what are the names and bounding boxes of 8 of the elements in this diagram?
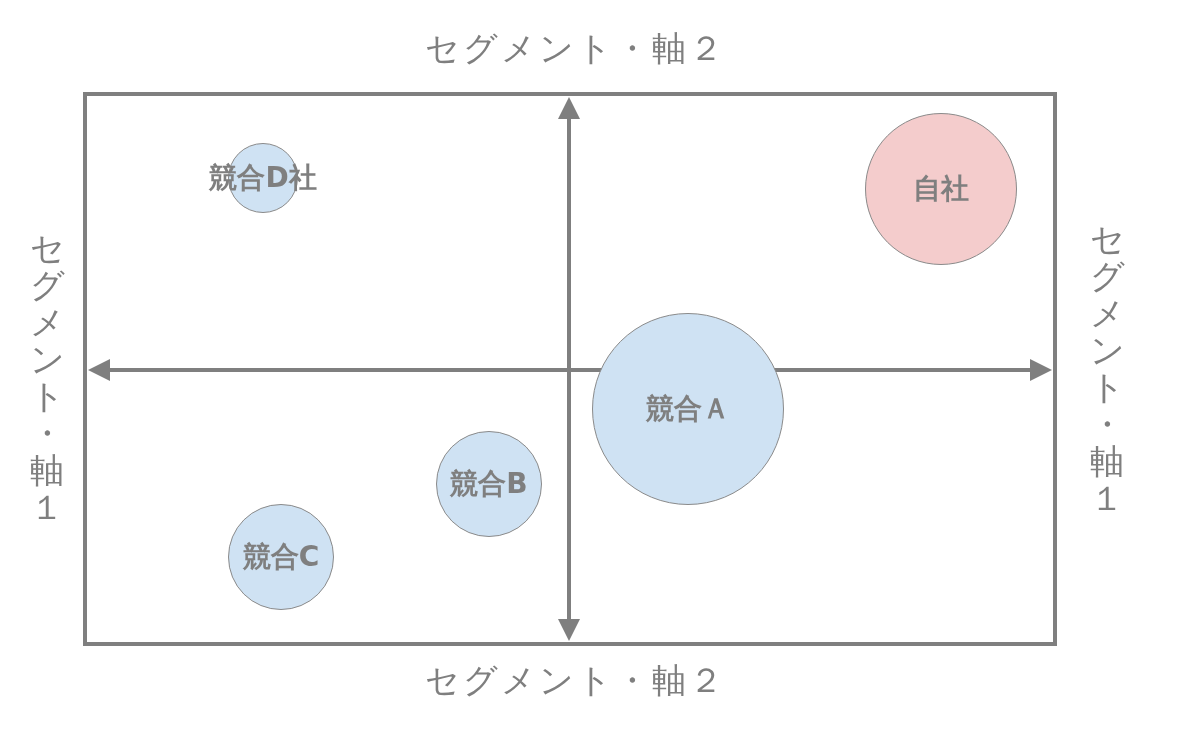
axis-label: セグメント・軸２ bbox=[424, 31, 726, 65]
bubble-label: 自社 bbox=[913, 175, 969, 203]
axis-label: セグメント・軸２ bbox=[424, 663, 726, 697]
axis-label: セグメント・軸１ bbox=[1089, 221, 1125, 517]
axis-label: セグメント・軸１ bbox=[29, 230, 65, 526]
bubble-label: 競合B bbox=[450, 470, 528, 498]
bubble-label: 競合Ａ bbox=[646, 395, 730, 423]
bubble-label: 競合C bbox=[242, 543, 320, 571]
